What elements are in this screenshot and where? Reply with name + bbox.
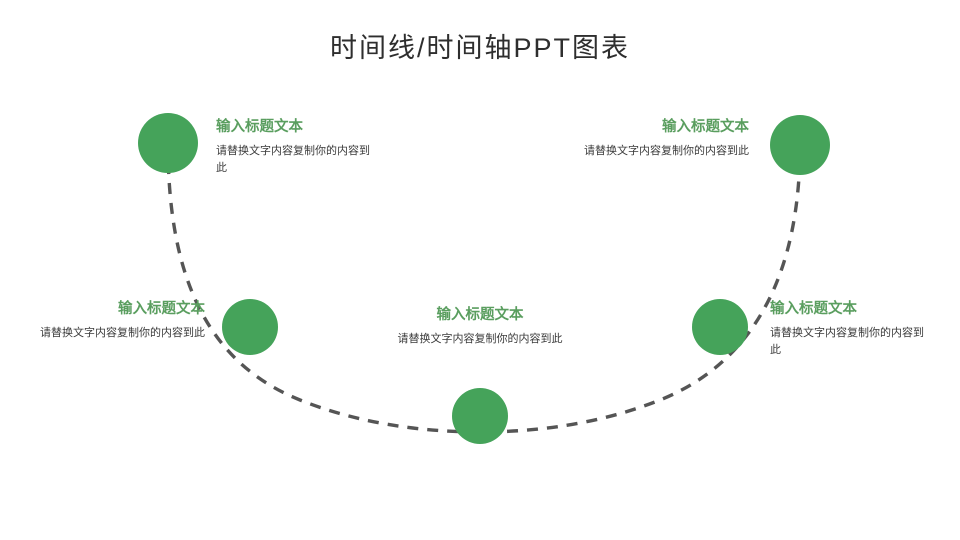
item-title: 输入标题文本 (662, 119, 749, 135)
item-body: 请替换文字内容复制你的内容到此 (216, 145, 370, 175)
timeline-node-4[interactable] (692, 299, 748, 355)
timeline-item-top-right: 输入标题文本 请替换文字内容复制你的内容到此 (584, 118, 749, 160)
item-title: 输入标题文本 (216, 119, 303, 135)
page-title: 时间线/时间轴PPT图表 (329, 33, 630, 63)
item-title: 输入标题文本 (118, 301, 205, 317)
timeline-node-2[interactable] (222, 299, 278, 355)
item-body: 请替换文字内容复制你的内容到此 (584, 145, 749, 158)
item-body: 请替换文字内容复制你的内容到此 (40, 327, 205, 340)
item-body: 请替换文字内容复制你的内容到此 (397, 333, 563, 346)
timeline-item-bottom-center: 输入标题文本 请替换文字内容复制你的内容到此 (370, 306, 590, 348)
item-body: 请替换文字内容复制你的内容到此 (770, 327, 924, 357)
timeline-node-3[interactable] (452, 388, 508, 444)
timeline-node-5[interactable] (770, 115, 830, 175)
item-title: 输入标题文本 (770, 301, 857, 317)
connector-path (166, 142, 802, 434)
item-title: 输入标题文本 (436, 307, 524, 323)
timeline-item-top-left: 输入标题文本 请替换文字内容复制你的内容到此 (216, 118, 378, 177)
timeline-item-mid-left: 输入标题文本 请替换文字内容复制你的内容到此 (38, 300, 205, 342)
timeline-item-mid-right: 输入标题文本 请替换文字内容复制你的内容到此 (770, 300, 934, 359)
timeline-node-1[interactable] (138, 113, 198, 173)
